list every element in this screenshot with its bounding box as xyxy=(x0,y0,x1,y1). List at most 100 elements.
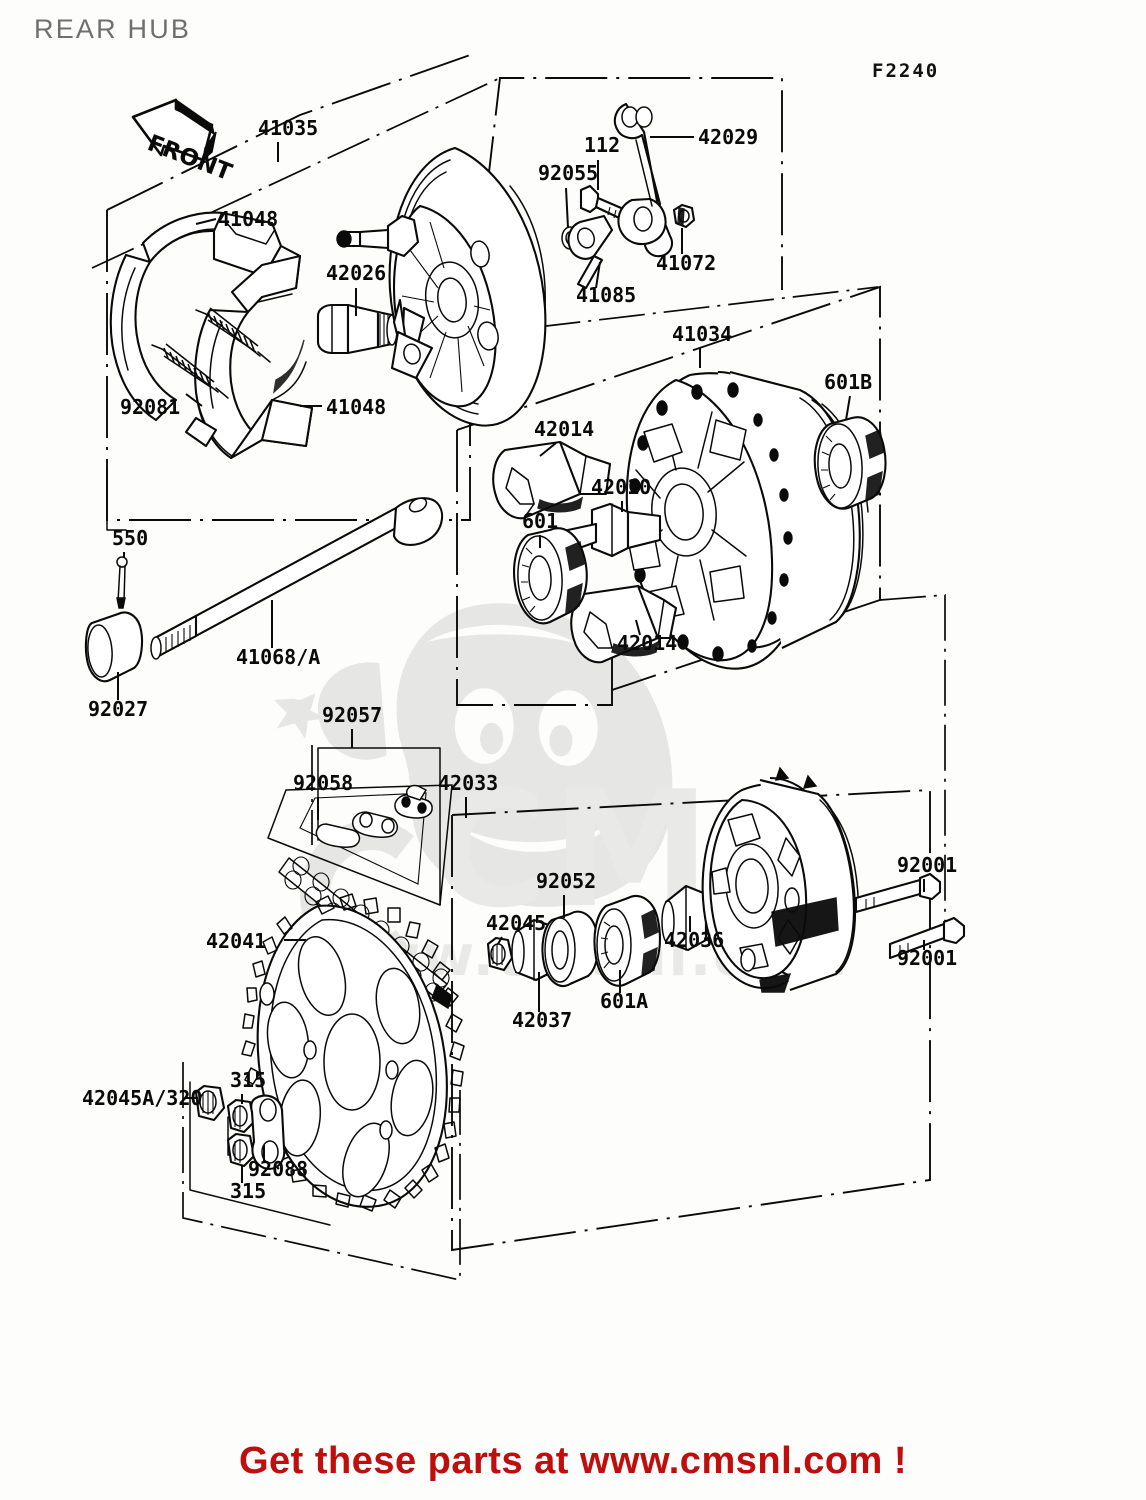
label-41068A: 41068/A xyxy=(236,600,320,669)
coupling-damper-lower xyxy=(570,584,678,664)
brake-link-42029 xyxy=(613,102,674,258)
label-42037-text: 42037 xyxy=(512,1008,572,1032)
label-92055-text: 92055 xyxy=(538,161,598,185)
label-92001-bottom: 92001 xyxy=(897,940,957,970)
nut-42045 xyxy=(486,936,514,972)
ball-bearing-601A xyxy=(593,895,661,987)
label-41072: 41072 xyxy=(656,228,716,275)
label-92057-text: 92057 xyxy=(322,703,382,727)
collar-92027 xyxy=(84,611,144,683)
label-42029: 42029 xyxy=(650,125,758,149)
chain-adjuster-plate-92088 xyxy=(250,1094,286,1170)
label-42033: 42033 xyxy=(438,771,498,818)
label-550: 550 xyxy=(112,526,148,558)
nut-41072 xyxy=(672,203,696,229)
label-41048-bottom-text: 41048 xyxy=(326,395,386,419)
label-42037: 42037 xyxy=(512,972,572,1032)
front-arrow: FRONT xyxy=(131,98,236,186)
label-42026: 42026 xyxy=(326,261,386,316)
label-42026-text: 42026 xyxy=(326,261,386,285)
label-92027-text: 92027 xyxy=(88,697,148,721)
group-bracket-92057 xyxy=(317,747,441,906)
bolt-92001-lower xyxy=(888,916,966,960)
brake-shoe-upper xyxy=(109,211,302,422)
label-92027: 92027 xyxy=(88,672,148,721)
label-41035: 41035 xyxy=(258,116,318,162)
footer-caption: Get these parts at www.cmsnl.com ! xyxy=(238,1440,908,1482)
label-315-top-text: 315 xyxy=(230,1068,266,1092)
label-42045-text: 42045 xyxy=(486,911,546,935)
brake-shoe-spring-lower xyxy=(151,343,229,399)
label-315-bottom-text: 315 xyxy=(230,1179,266,1203)
spoke-holes-inner xyxy=(747,413,793,653)
ball-bearing-601 xyxy=(513,527,588,625)
group-bracket-axle xyxy=(106,469,127,531)
rear-axle xyxy=(150,497,444,660)
label-112: 112 xyxy=(584,133,620,190)
label-601A: 601A xyxy=(600,970,648,1013)
label-92058: 92058 xyxy=(293,771,353,820)
label-41035-text: 41035 xyxy=(258,116,318,140)
label-92001-top: 92001 xyxy=(897,853,957,892)
brake-shoe-lower xyxy=(184,254,314,460)
coupling-damper-upper xyxy=(492,440,612,520)
label-92057: 92057 xyxy=(322,703,382,748)
label-42014-top: 42014 xyxy=(534,417,594,457)
diagram-code: F2240 xyxy=(872,60,940,82)
label-41048-top: 41048 xyxy=(195,207,278,231)
label-42014-top-text: 42014 xyxy=(534,417,594,441)
rear-sprocket xyxy=(241,893,465,1212)
group-boundary-bottom-left xyxy=(182,1062,461,1282)
label-92058-text: 92058 xyxy=(293,771,353,795)
label-42041: 42041 xyxy=(206,929,306,953)
brake-indicator-41085 xyxy=(567,214,614,290)
label-315-bottom: 315 xyxy=(230,1166,266,1203)
label-41068A-text: 41068/A xyxy=(236,645,320,669)
label-92088-text: 92088 xyxy=(248,1157,308,1181)
label-92052: 92052 xyxy=(536,869,596,918)
label-92081-text: 92081 xyxy=(120,395,180,419)
group-bracket-nuts xyxy=(189,1081,331,1226)
label-42010-text: 42010 xyxy=(591,475,651,499)
label-42045: 42045 xyxy=(486,911,546,945)
label-92001-bottom-text: 92001 xyxy=(897,946,957,970)
label-315-top: 315 xyxy=(230,1068,266,1104)
label-42014-bottom-text: 42014 xyxy=(617,631,677,655)
brake-panel xyxy=(336,146,547,427)
label-42045A-320-text: 42045A/320 xyxy=(82,1086,202,1110)
cotter-pin-550 xyxy=(116,556,128,609)
label-42029-text: 42029 xyxy=(698,125,758,149)
label-41048-bottom: 41048 xyxy=(300,395,386,419)
label-601: 601 xyxy=(522,509,558,548)
label-92001-top-text: 92001 xyxy=(897,853,957,877)
page-title: REAR HUB xyxy=(34,14,192,44)
label-92052-text: 92052 xyxy=(536,869,596,893)
chain-joint-links xyxy=(315,784,433,848)
label-42036: 42036 xyxy=(664,916,724,952)
label-550-text: 550 xyxy=(112,526,148,550)
label-42036-text: 42036 xyxy=(664,928,724,952)
label-92055: 92055 xyxy=(538,161,598,229)
bearing-seal-92052 xyxy=(541,910,599,987)
label-92081: 92081 xyxy=(120,393,203,419)
label-42014-bottom: 42014 xyxy=(617,619,677,655)
label-601B: 601B xyxy=(824,370,872,421)
ball-bearing-601B xyxy=(813,416,887,510)
label-41085-text: 41085 xyxy=(576,283,636,307)
label-42010: 42010 xyxy=(591,475,651,512)
label-41085: 41085 xyxy=(576,261,636,307)
label-601B-text: 601B xyxy=(824,370,872,394)
nut-315-upper xyxy=(226,1098,256,1134)
label-42045A-320: 42045A/320 xyxy=(82,1086,202,1110)
label-41072-text: 41072 xyxy=(656,251,716,275)
label-42041-text: 42041 xyxy=(206,929,266,953)
label-41034: 41034 xyxy=(672,322,732,368)
group-bracket-92058 xyxy=(267,784,453,906)
label-41048-top-text: 41048 xyxy=(218,207,278,231)
brake-shoe-spring-upper xyxy=(195,307,271,363)
label-601-text: 601 xyxy=(522,509,558,533)
label-112-text: 112 xyxy=(584,133,620,157)
label-42033-text: 42033 xyxy=(438,771,498,795)
